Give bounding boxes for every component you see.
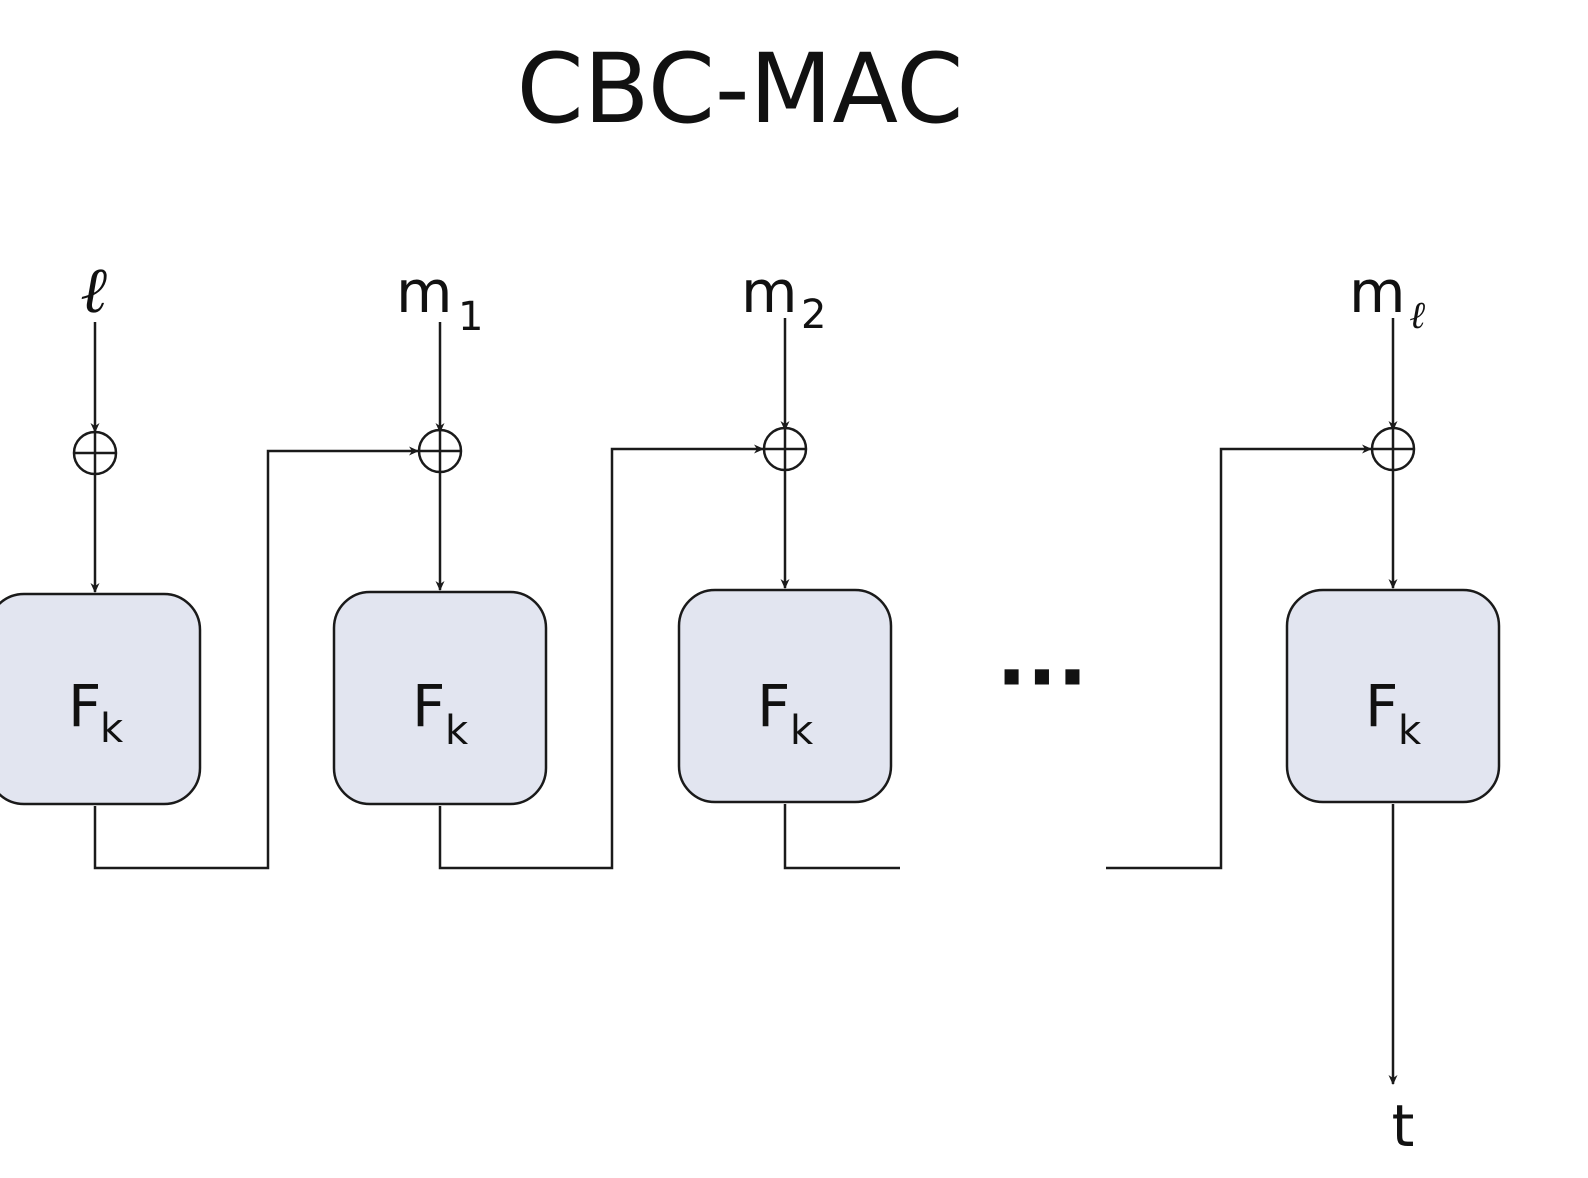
svg-text:F: F (757, 672, 790, 740)
svg-text:F: F (68, 672, 101, 740)
ellipsis: ··· (996, 631, 1087, 724)
svg-text:k: k (1398, 708, 1422, 754)
input-label-m2: m 2 (741, 258, 826, 338)
output-label-t: t (1392, 1092, 1415, 1160)
diagram-title: CBC-MAC (517, 33, 964, 145)
svg-text:ℓ: ℓ (1410, 292, 1426, 337)
svg-text:m: m (396, 258, 453, 326)
input-label-m1: m 1 (396, 258, 483, 340)
svg-text:F: F (412, 672, 445, 740)
svg-text:m: m (741, 258, 798, 326)
input-label-length: ℓ (81, 253, 108, 328)
xor-icon (762, 426, 808, 472)
chain-wire-3-out (783, 804, 900, 870)
chain-wire-into-last (1106, 444, 1372, 870)
svg-text:1: 1 (458, 294, 483, 340)
svg-text:2: 2 (801, 292, 826, 338)
svg-text:m: m (1349, 258, 1406, 326)
fk-block-4: F k (1285, 588, 1501, 804)
fk-block-1: F k (0, 592, 202, 806)
input-label-ml: m ℓ (1349, 258, 1426, 337)
fk-block-3: F k (677, 588, 893, 804)
chain-wire-1-to-2 (93, 446, 419, 870)
fk-block-2: F k (332, 590, 548, 806)
xor-icon (417, 428, 463, 474)
svg-text:k: k (445, 708, 469, 754)
chain-wire-2-to-3 (438, 444, 764, 870)
svg-text:F: F (1365, 672, 1398, 740)
svg-text:k: k (100, 706, 124, 752)
xor-icon (1370, 426, 1416, 472)
xor-icon (72, 430, 118, 476)
svg-text:k: k (790, 708, 814, 754)
